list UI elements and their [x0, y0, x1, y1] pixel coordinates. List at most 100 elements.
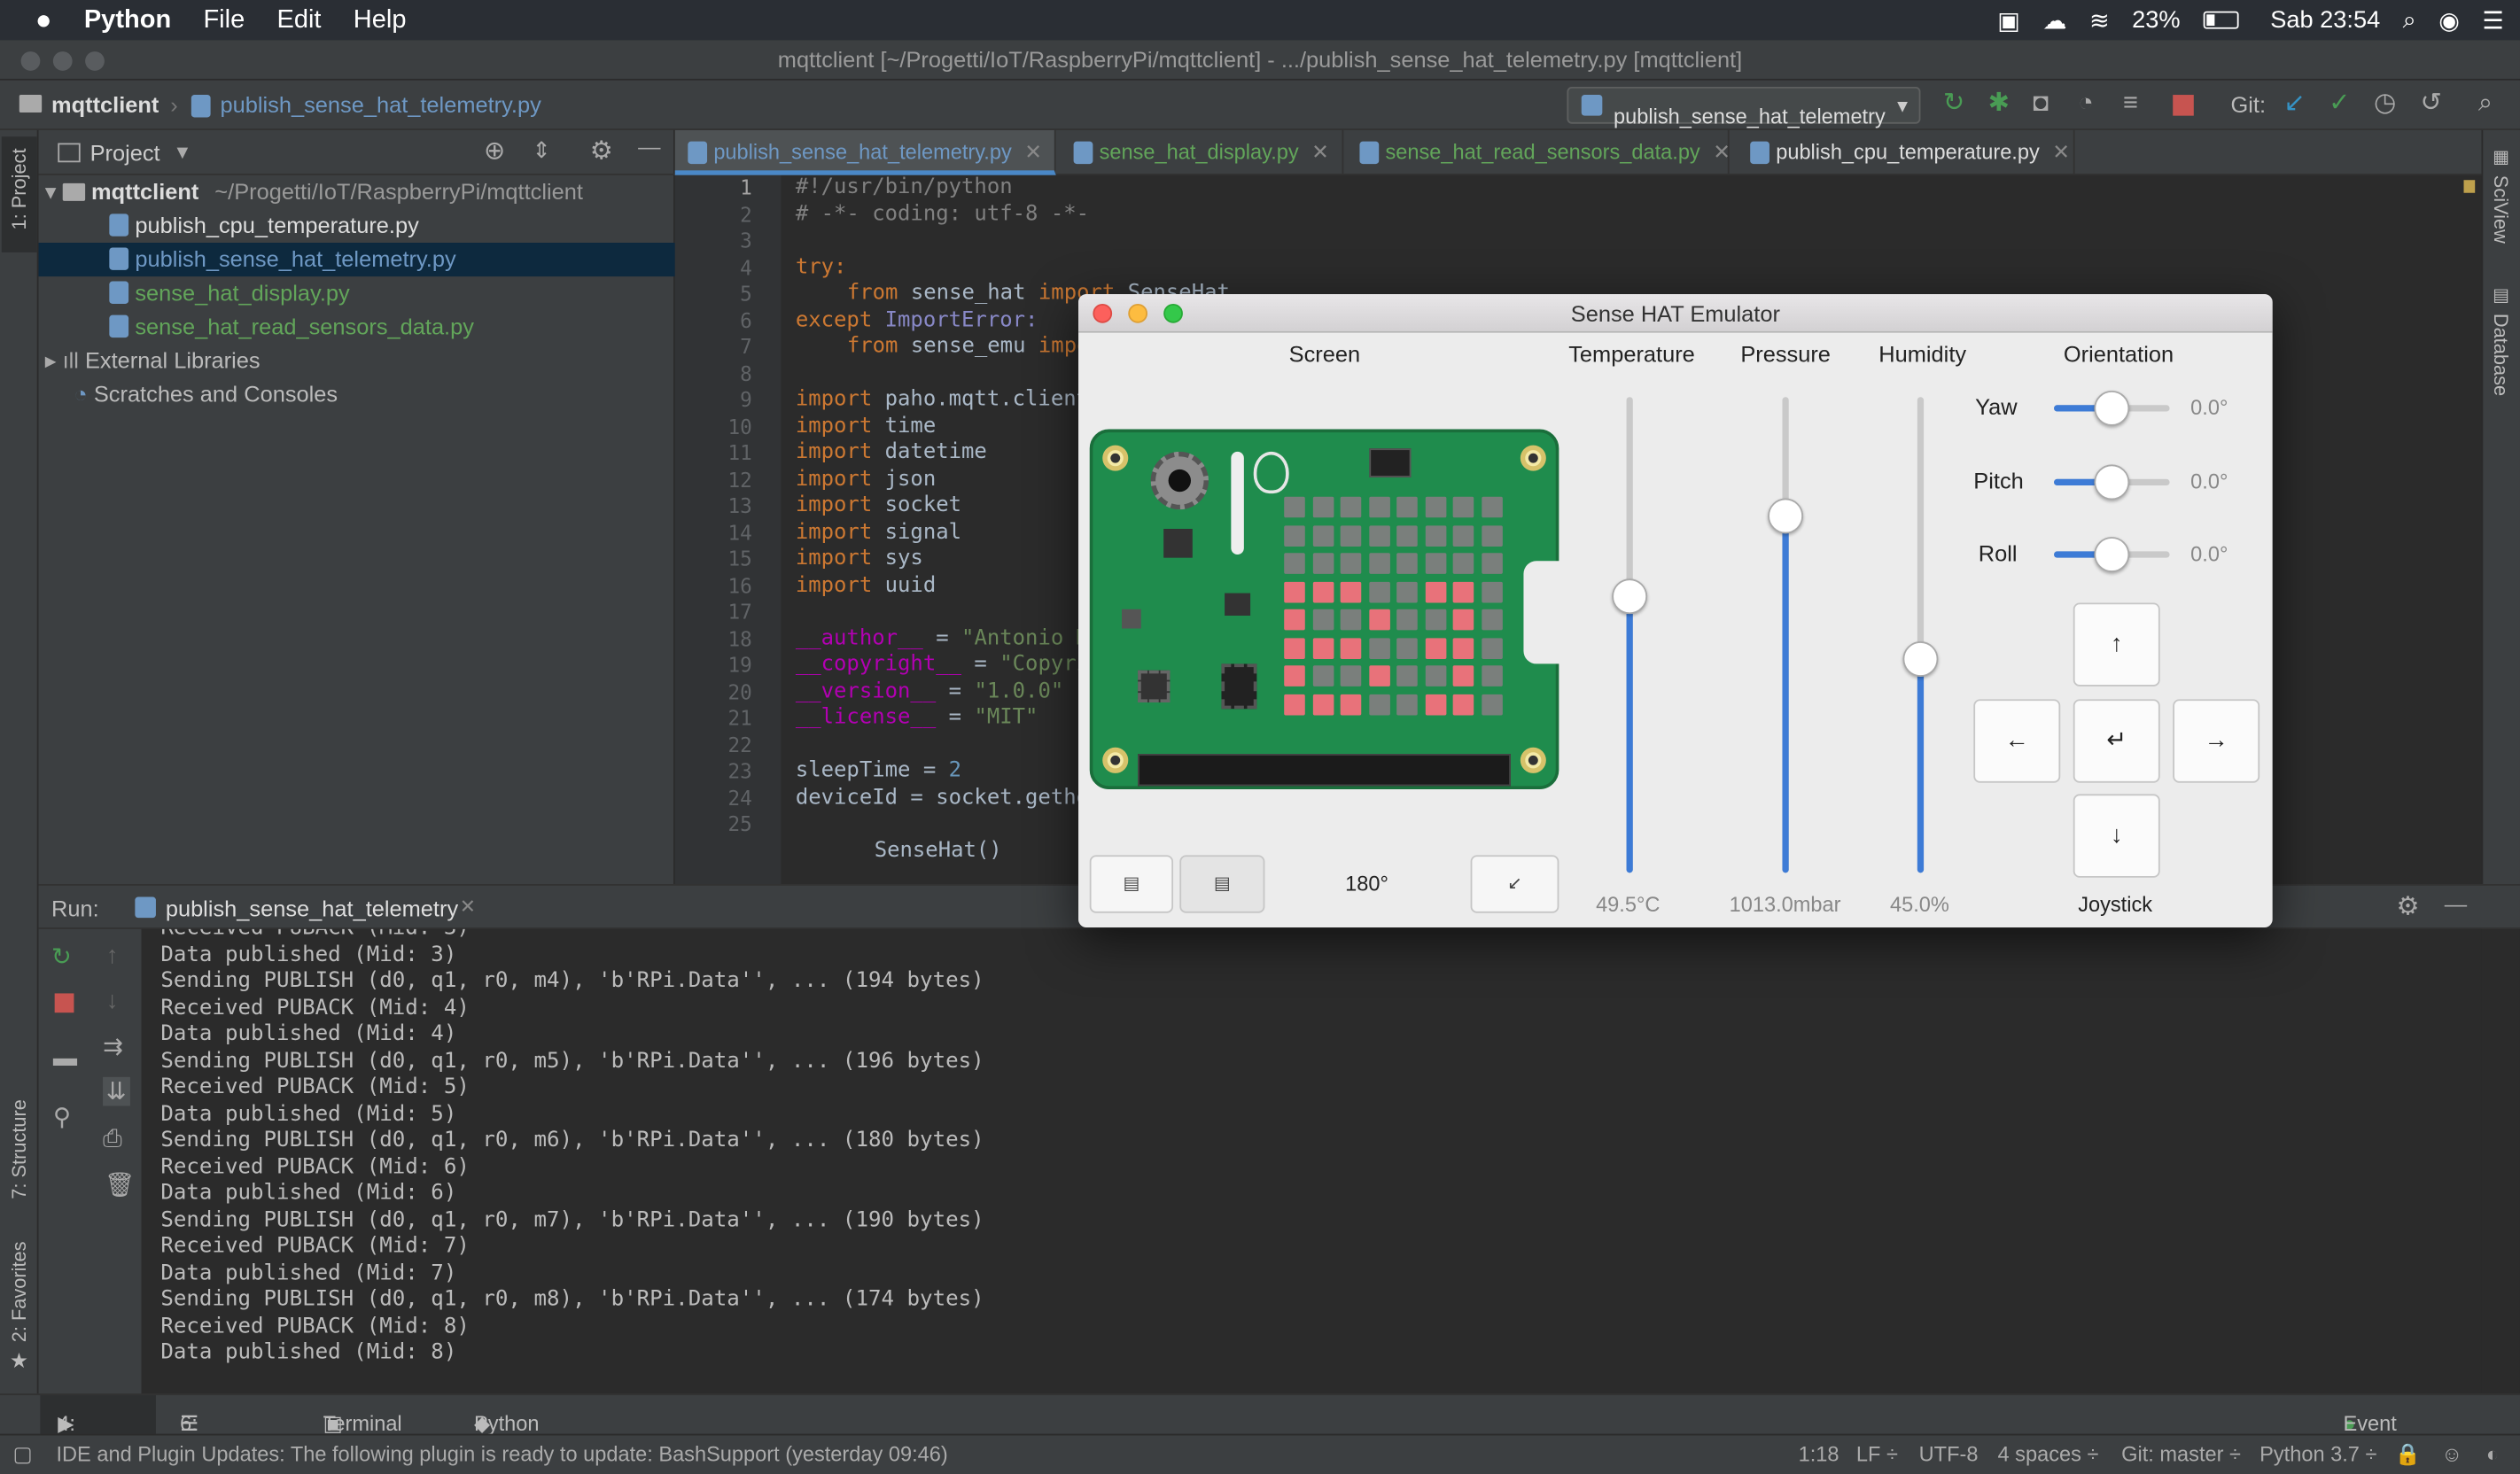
menu-file[interactable]: File	[203, 5, 245, 34]
layout-icon[interactable]: ▬	[52, 1044, 78, 1073]
print-icon[interactable]: ⎙	[103, 1125, 122, 1153]
tree-scratches[interactable]: ◔ Scratches and Consoles	[74, 381, 338, 407]
clock[interactable]: Sab 23:54	[2270, 6, 2381, 35]
favorites-tool-label[interactable]: 2: Favorites	[8, 1241, 31, 1343]
settings-gear-icon[interactable]: ⚙	[2396, 893, 2420, 921]
git-commit-icon[interactable]: ✓	[2329, 89, 2351, 118]
close-tab-icon[interactable]: ✕	[2052, 139, 2071, 165]
stop-icon[interactable]	[54, 993, 74, 1013]
chevron-down-icon[interactable]: ▾	[176, 138, 189, 165]
yaw-slider-knob[interactable]	[2094, 390, 2130, 426]
breadcrumb-project[interactable]: mqttclient	[51, 91, 159, 118]
file-encoding[interactable]: UTF-8	[1918, 1441, 1979, 1466]
rerun-icon[interactable]: ↻	[51, 943, 72, 972]
lock-icon[interactable]: 🔒	[2394, 1441, 2421, 1466]
collapse-all-icon[interactable]: ⇕	[532, 136, 551, 163]
rotate-left-button[interactable]: ▤	[1089, 855, 1174, 913]
humidity-slider-knob[interactable]	[1902, 640, 1939, 677]
close-tab-icon[interactable]: ✕	[459, 895, 476, 919]
inspection-icon[interactable]: ☺	[2441, 1441, 2463, 1466]
editor-tab[interactable]: sense_hat_display.py✕	[1061, 129, 1344, 175]
expand-arrow-icon[interactable]: ▸	[44, 346, 63, 373]
project-tool-label[interactable]: 1: Project	[8, 148, 31, 230]
orientation-toggle-button[interactable]: ↙	[1470, 855, 1559, 913]
editor-tab[interactable]: sense_hat_read_sensors_data.py✕	[1347, 129, 1731, 175]
close-window-button[interactable]	[20, 51, 41, 71]
humidity-slider[interactable]	[1917, 397, 1925, 873]
minimize-window-button[interactable]	[1128, 303, 1148, 323]
spotlight-search-icon[interactable]: ⌕	[2402, 6, 2416, 35]
joystick-left-button[interactable]: ←	[1973, 699, 2061, 783]
wifi-icon[interactable]: ≋	[2088, 7, 2110, 35]
joystick-right-button[interactable]: →	[2173, 699, 2260, 783]
toggle-tool-windows-icon[interactable]: ▢	[12, 1441, 33, 1466]
notification-center-icon[interactable]: ☰	[2482, 7, 2504, 35]
locate-icon[interactable]: ⊕	[483, 138, 506, 166]
rotate-right-button[interactable]: ▤	[1179, 855, 1265, 913]
settings-gear-icon[interactable]: ⚙	[589, 138, 613, 166]
editor-scroll-marker[interactable]	[2463, 180, 2476, 193]
tree-external-libraries[interactable]: ▸ ıll External Libraries	[44, 346, 261, 373]
menu-help[interactable]: Help	[353, 5, 407, 34]
close-tab-icon[interactable]: ✕	[1713, 139, 1731, 165]
git-branch[interactable]: Git: master ÷	[2121, 1441, 2241, 1466]
joystick-enter-button[interactable]: ↵	[2073, 699, 2160, 783]
line-separator[interactable]: LF ÷	[1855, 1441, 1898, 1466]
expand-arrow-icon[interactable]: ▾	[44, 178, 63, 205]
project-tool-tab[interactable]	[1, 136, 37, 252]
event-log-status-icon[interactable]: ◐	[2485, 1441, 2500, 1466]
hide-panel-icon[interactable]: —	[638, 133, 661, 159]
docker-icon[interactable]: ▣	[1997, 7, 2020, 35]
tree-file[interactable]: publish_cpu_temperature.py	[109, 209, 419, 243]
git-update-icon[interactable]: ↙	[2283, 89, 2306, 118]
tree-root[interactable]: ▾ mqttclient ~/Progetti/IoT/RaspberryPi/…	[45, 175, 583, 209]
siri-icon[interactable]: ◉	[2438, 7, 2461, 35]
breadcrumb-file[interactable]: publish_sense_hat_telemetry.py	[220, 91, 541, 118]
caret-position[interactable]: 1:18	[1798, 1441, 1839, 1466]
app-menu[interactable]: Python	[83, 5, 172, 34]
editor-tab[interactable]: publish_cpu_temperature.py✕	[1738, 129, 2075, 175]
profile-icon[interactable]: ◔	[2078, 89, 2094, 118]
pitch-slider-knob[interactable]	[2094, 464, 2130, 500]
search-everywhere-icon[interactable]: ⌕	[2477, 89, 2493, 118]
scroll-to-end-icon[interactable]: ⇊	[103, 1076, 130, 1106]
minimize-window-button[interactable]	[52, 51, 73, 71]
run-tab[interactable]: publish_sense_hat_telemetry	[165, 895, 459, 921]
joystick-up-button[interactable]: ↑	[2073, 602, 2160, 687]
coverage-icon[interactable]: ◘	[2033, 89, 2049, 118]
zoom-window-button[interactable]	[1163, 303, 1183, 323]
battery-percent[interactable]: 23%	[2132, 6, 2181, 35]
sciview-tool-label[interactable]: SciView	[2489, 175, 2512, 244]
tree-file-selected[interactable]: publish_sense_hat_telemetry.py	[38, 243, 675, 277]
roll-slider-knob[interactable]	[2094, 537, 2130, 573]
cloud-icon[interactable]: ☁	[2042, 7, 2067, 35]
run-console-output[interactable]: Received PUBACK (Mid: 3)Data published (…	[141, 928, 2482, 1394]
tree-file[interactable]: sense_hat_display.py	[109, 276, 350, 310]
concurrency-icon[interactable]: ≡	[2122, 89, 2138, 118]
pressure-slider-knob[interactable]	[1768, 498, 1804, 534]
python-interpreter[interactable]: Python 3.7 ÷	[2259, 1441, 2377, 1466]
git-revert-icon[interactable]: ↺	[2420, 89, 2442, 118]
indent-setting[interactable]: 4 spaces ÷	[1997, 1441, 2099, 1466]
status-message[interactable]: IDE and Plugin Updates: The following pl…	[56, 1441, 948, 1466]
trash-icon[interactable]: 🗑	[104, 1171, 136, 1199]
close-tab-icon[interactable]: ✕	[1024, 139, 1043, 165]
joystick-down-button[interactable]: ↓	[2073, 794, 2160, 878]
pressure-slider[interactable]	[1782, 397, 1789, 873]
structure-tool-label[interactable]: 7: Structure	[8, 1099, 31, 1199]
scroll-up-icon[interactable]: ↑	[105, 942, 119, 970]
apple-logo-icon[interactable]: ●	[35, 4, 52, 35]
menu-edit[interactable]: Edit	[276, 5, 322, 34]
scroll-down-icon[interactable]: ↓	[105, 987, 119, 1015]
temperature-slider-knob[interactable]	[1612, 578, 1648, 615]
run-icon[interactable]: ↻	[1942, 89, 1965, 118]
editor-tab-active[interactable]: publish_sense_hat_telemetry.py✕	[674, 129, 1056, 175]
debug-icon[interactable]: ✱	[1987, 89, 2010, 118]
zoom-window-button[interactable]	[85, 51, 105, 71]
run-configuration-select[interactable]: publish_sense_hat_telemetry ▾	[1567, 86, 1921, 128]
stop-icon[interactable]	[2173, 95, 2194, 116]
close-window-button[interactable]	[1093, 303, 1113, 323]
git-history-icon[interactable]: ◷	[2373, 89, 2397, 118]
hide-panel-icon[interactable]: —	[2444, 890, 2468, 917]
pin-icon[interactable]: ⚲	[52, 1104, 71, 1132]
